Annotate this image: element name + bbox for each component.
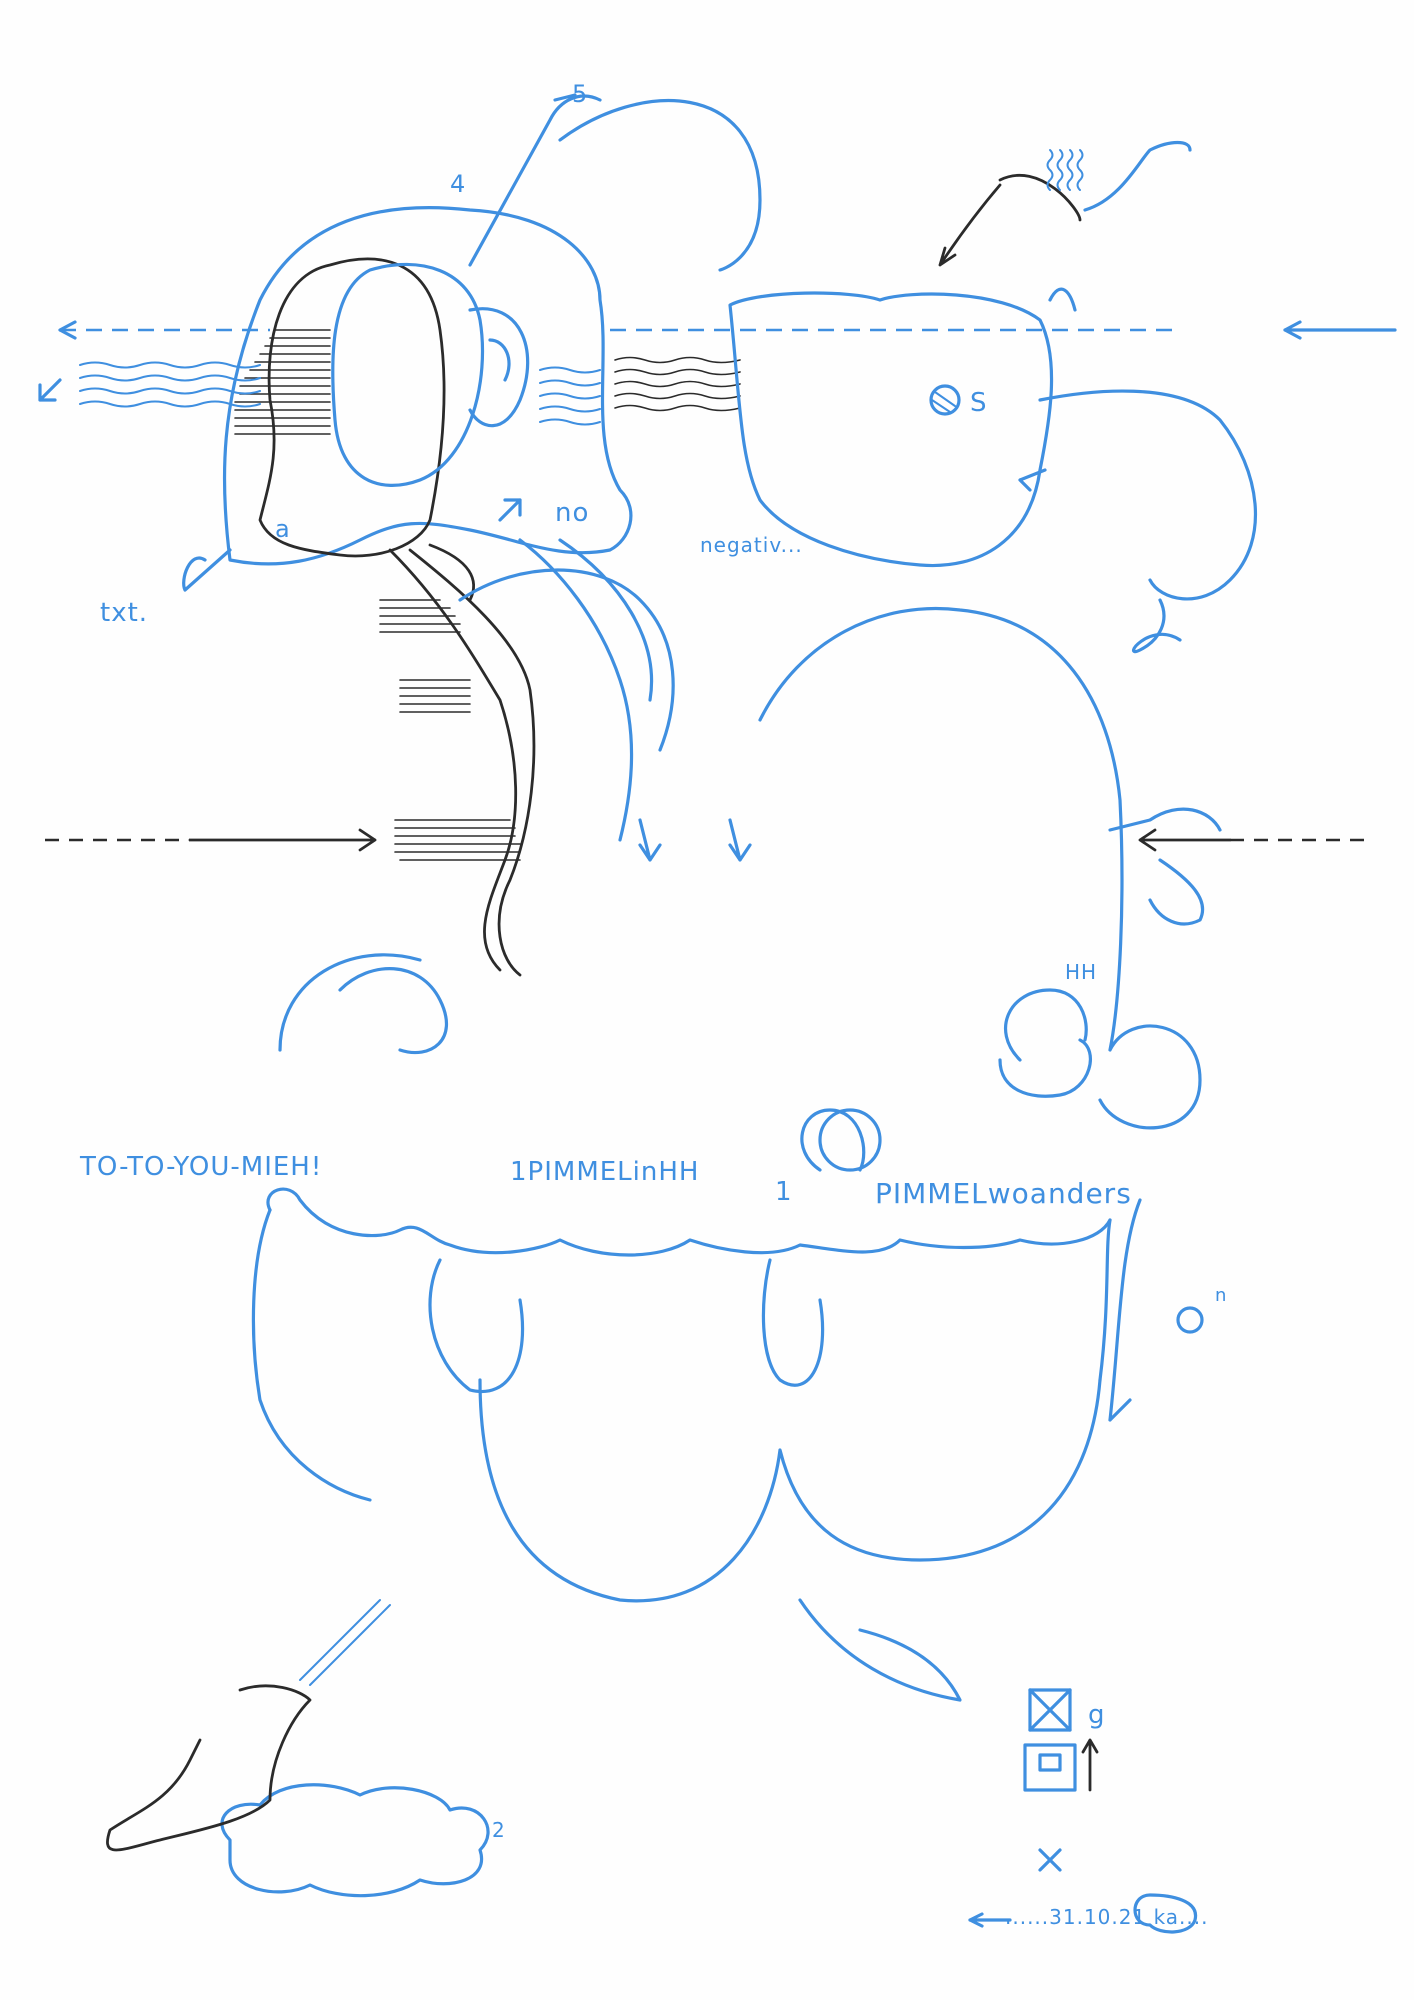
lower-left-details — [106, 1599, 490, 1898]
label-num-2: 2 — [492, 1818, 506, 1842]
label-letter-a: a — [275, 515, 291, 543]
hatched-bands — [79, 329, 741, 861]
vines — [388, 538, 675, 977]
label-pimmel-woanders: PIMMELwoanders — [875, 1177, 1132, 1210]
label-num-1: 1 — [775, 1177, 793, 1207]
label-no: no — [555, 498, 590, 528]
label-num-5: 5 — [572, 80, 589, 108]
top-details — [468, 93, 1192, 312]
label-negativ: negativ... — [700, 533, 803, 557]
label-num-4: 4 — [450, 170, 467, 198]
lower-right-glyphs — [968, 1688, 1198, 1934]
middle-right-details — [800, 988, 1204, 1422]
label-to-to-you: TO-TO-YOU-MIEH! — [80, 1152, 323, 1182]
vessel — [728, 291, 1258, 654]
signature-date: ......31.10.21 ka.... — [1005, 1905, 1209, 1929]
guide-lines — [45, 320, 1397, 852]
label-letter-g: g — [1088, 1700, 1106, 1730]
label-pimmel-in-hh: 1PIMMELinHH — [510, 1157, 700, 1187]
central-body — [251, 606, 1202, 1702]
small-arrows — [38, 378, 1222, 926]
label-txt: txt. — [100, 598, 149, 628]
label-letter-s: S — [970, 388, 988, 418]
label-hh-small: HH — [1065, 960, 1098, 984]
head-figure — [182, 206, 633, 592]
label-letter-n: n — [1215, 1285, 1228, 1306]
